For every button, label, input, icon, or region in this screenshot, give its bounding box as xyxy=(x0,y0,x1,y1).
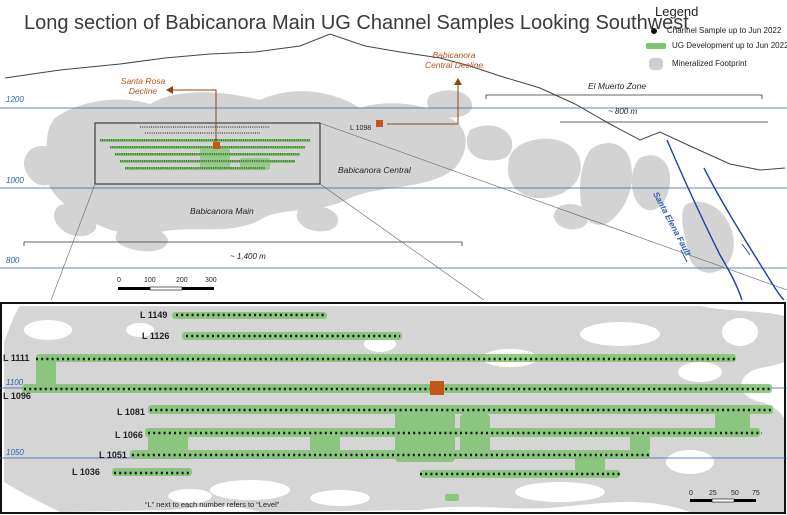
projection-line-left xyxy=(50,183,96,300)
scale-tick: 300 xyxy=(205,277,217,284)
babicanora-main-label: Babicanora Main xyxy=(190,206,254,216)
decline-arrows xyxy=(172,84,459,142)
ug-development xyxy=(22,312,773,501)
projection-line-lower xyxy=(319,183,485,300)
arrowheads xyxy=(166,78,462,94)
santa-rosa-marker xyxy=(213,142,220,149)
central-decline-marker xyxy=(376,120,383,127)
level-label: L 1096 xyxy=(3,391,31,401)
fault-motion-arrows xyxy=(680,243,751,263)
inset-outline xyxy=(94,122,321,185)
inset-scale-tick: 25 xyxy=(709,490,717,497)
legend-label: Channel Sample up to Jun 2022 xyxy=(667,26,782,35)
topography-line xyxy=(4,33,786,171)
level-label: L 1081 xyxy=(117,407,145,417)
legend-item-ug-development: UG Development up to Jun 2022 xyxy=(646,41,787,50)
el-muerto-distance-label: ~ 800 m xyxy=(608,107,638,116)
legend-title: Legend xyxy=(655,4,699,19)
main-distance-label: ~ 1,400 m xyxy=(230,252,266,261)
level-label: L 1051 xyxy=(99,450,127,460)
mineralized-footprint xyxy=(24,90,734,273)
green-bar-icon xyxy=(646,42,666,49)
level-label: L 1066 xyxy=(115,430,143,440)
level-label: L 1149 xyxy=(140,310,168,320)
legend-label: Mineralized Footprint xyxy=(672,59,747,69)
santa-elena-fault xyxy=(666,139,785,300)
central-decline-label: Babicanora Central Decline xyxy=(424,50,484,70)
inset-elevation-label-1050: 1050 xyxy=(6,448,24,457)
level-label: L 1111 xyxy=(3,353,30,363)
long-section-view xyxy=(0,33,787,300)
elevation-label-800: 800 xyxy=(6,256,20,265)
inset-elevation-label-1100: 1100 xyxy=(6,378,24,387)
santa-rosa-decline-label: Santa Rosa Decline xyxy=(120,76,166,96)
section-scale-bar xyxy=(118,286,214,291)
inset-zoom-view xyxy=(0,302,787,514)
black-dot-icon xyxy=(651,27,657,34)
main-dimension-line xyxy=(23,241,463,246)
legend-item-channel-sample: Channel Sample up to Jun 2022 xyxy=(646,26,781,35)
inset-scale-tick: 50 xyxy=(731,490,739,497)
el-muerto-bracket xyxy=(485,94,763,99)
inset-preview-development xyxy=(100,126,310,170)
babicanora-central-label: Babicanora Central xyxy=(338,165,411,175)
scale-tick: 200 xyxy=(176,277,188,284)
level-label: L 1036 xyxy=(72,467,100,477)
el-muerto-zone-label: El Muerto Zone xyxy=(588,81,647,91)
level-1098-label: L 1098 xyxy=(350,125,372,132)
inset-scale-tick: 75 xyxy=(752,490,760,497)
figure-title: Long section of Babicanora Main UG Chann… xyxy=(24,12,689,34)
projection-line-right xyxy=(319,122,787,291)
scale-tick: 0 xyxy=(117,277,121,284)
inset-decline-marker xyxy=(430,381,444,395)
inset-footprint-gaps xyxy=(24,318,758,506)
legend-item-mineralized-footprint: Mineralized Footprint xyxy=(646,58,747,70)
inset-scale-tick: 0 xyxy=(689,490,693,497)
inset-scale-bar xyxy=(690,498,756,503)
level-label: L 1126 xyxy=(142,331,170,341)
level-note: “L” next to each number refers to “Level… xyxy=(145,500,280,509)
legend-label: UG Development up to Jun 2022 xyxy=(672,41,787,50)
channel-samples xyxy=(24,313,772,476)
gray-blob-icon xyxy=(649,58,663,70)
scale-tick: 100 xyxy=(144,277,156,284)
elevation-label-1200: 1200 xyxy=(6,95,24,104)
elevation-lines xyxy=(0,107,787,269)
elevation-label-1000: 1000 xyxy=(6,176,24,185)
